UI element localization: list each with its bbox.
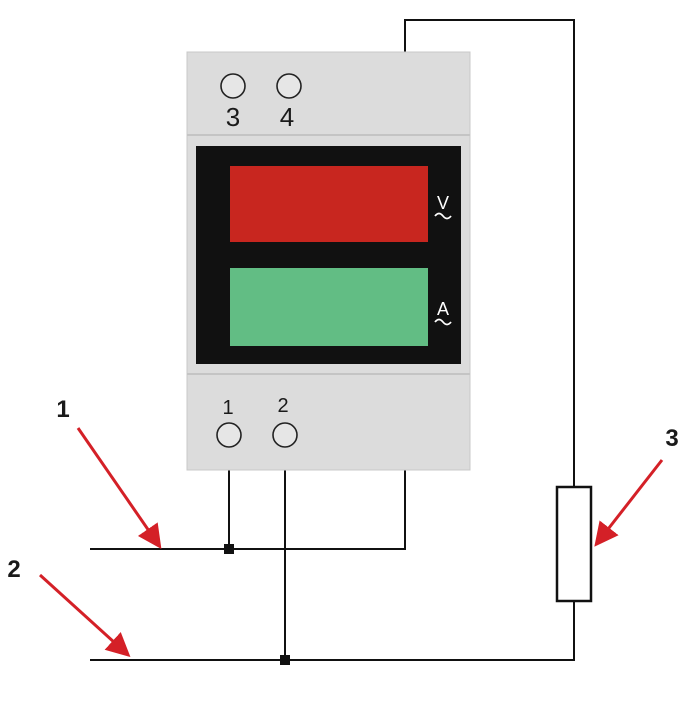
junction-dot-line-1 (224, 544, 234, 554)
wire-right-bottom-terminal (90, 470, 406, 550)
terminal-1-label: 1 (222, 397, 233, 419)
terminal-2-label: 2 (277, 395, 288, 417)
wire-bottom-line (90, 601, 575, 661)
terminal-4-label: 4 (280, 102, 294, 132)
meter-device: 3 4 V A 1 2 (186, 51, 471, 471)
current-display (230, 268, 428, 346)
callout-2-label: 2 (7, 556, 20, 583)
voltage-unit-label: V (437, 193, 449, 213)
terminal-2-screw (272, 422, 298, 448)
junction-dot-line-2 (280, 655, 290, 665)
wire-top-to-resistor (404, 19, 575, 487)
terminal-4-screw (276, 73, 302, 99)
callout-1-arrow (76, 427, 162, 549)
callout-1-label: 1 (56, 396, 69, 423)
current-unit-label: A (437, 299, 449, 319)
current-ac-icon (434, 318, 452, 326)
terminal-3-label: 3 (226, 102, 240, 132)
voltage-display (230, 166, 428, 242)
wires (90, 19, 575, 661)
callouts (38, 427, 664, 658)
terminal-3-screw (220, 73, 246, 99)
voltage-ac-icon (434, 212, 452, 220)
terminal-1-screw (216, 422, 242, 448)
callout-3-arrow (594, 459, 664, 547)
callout-2-arrow (38, 573, 131, 658)
resistor (555, 485, 593, 603)
callout-3-label: 3 (665, 425, 678, 452)
